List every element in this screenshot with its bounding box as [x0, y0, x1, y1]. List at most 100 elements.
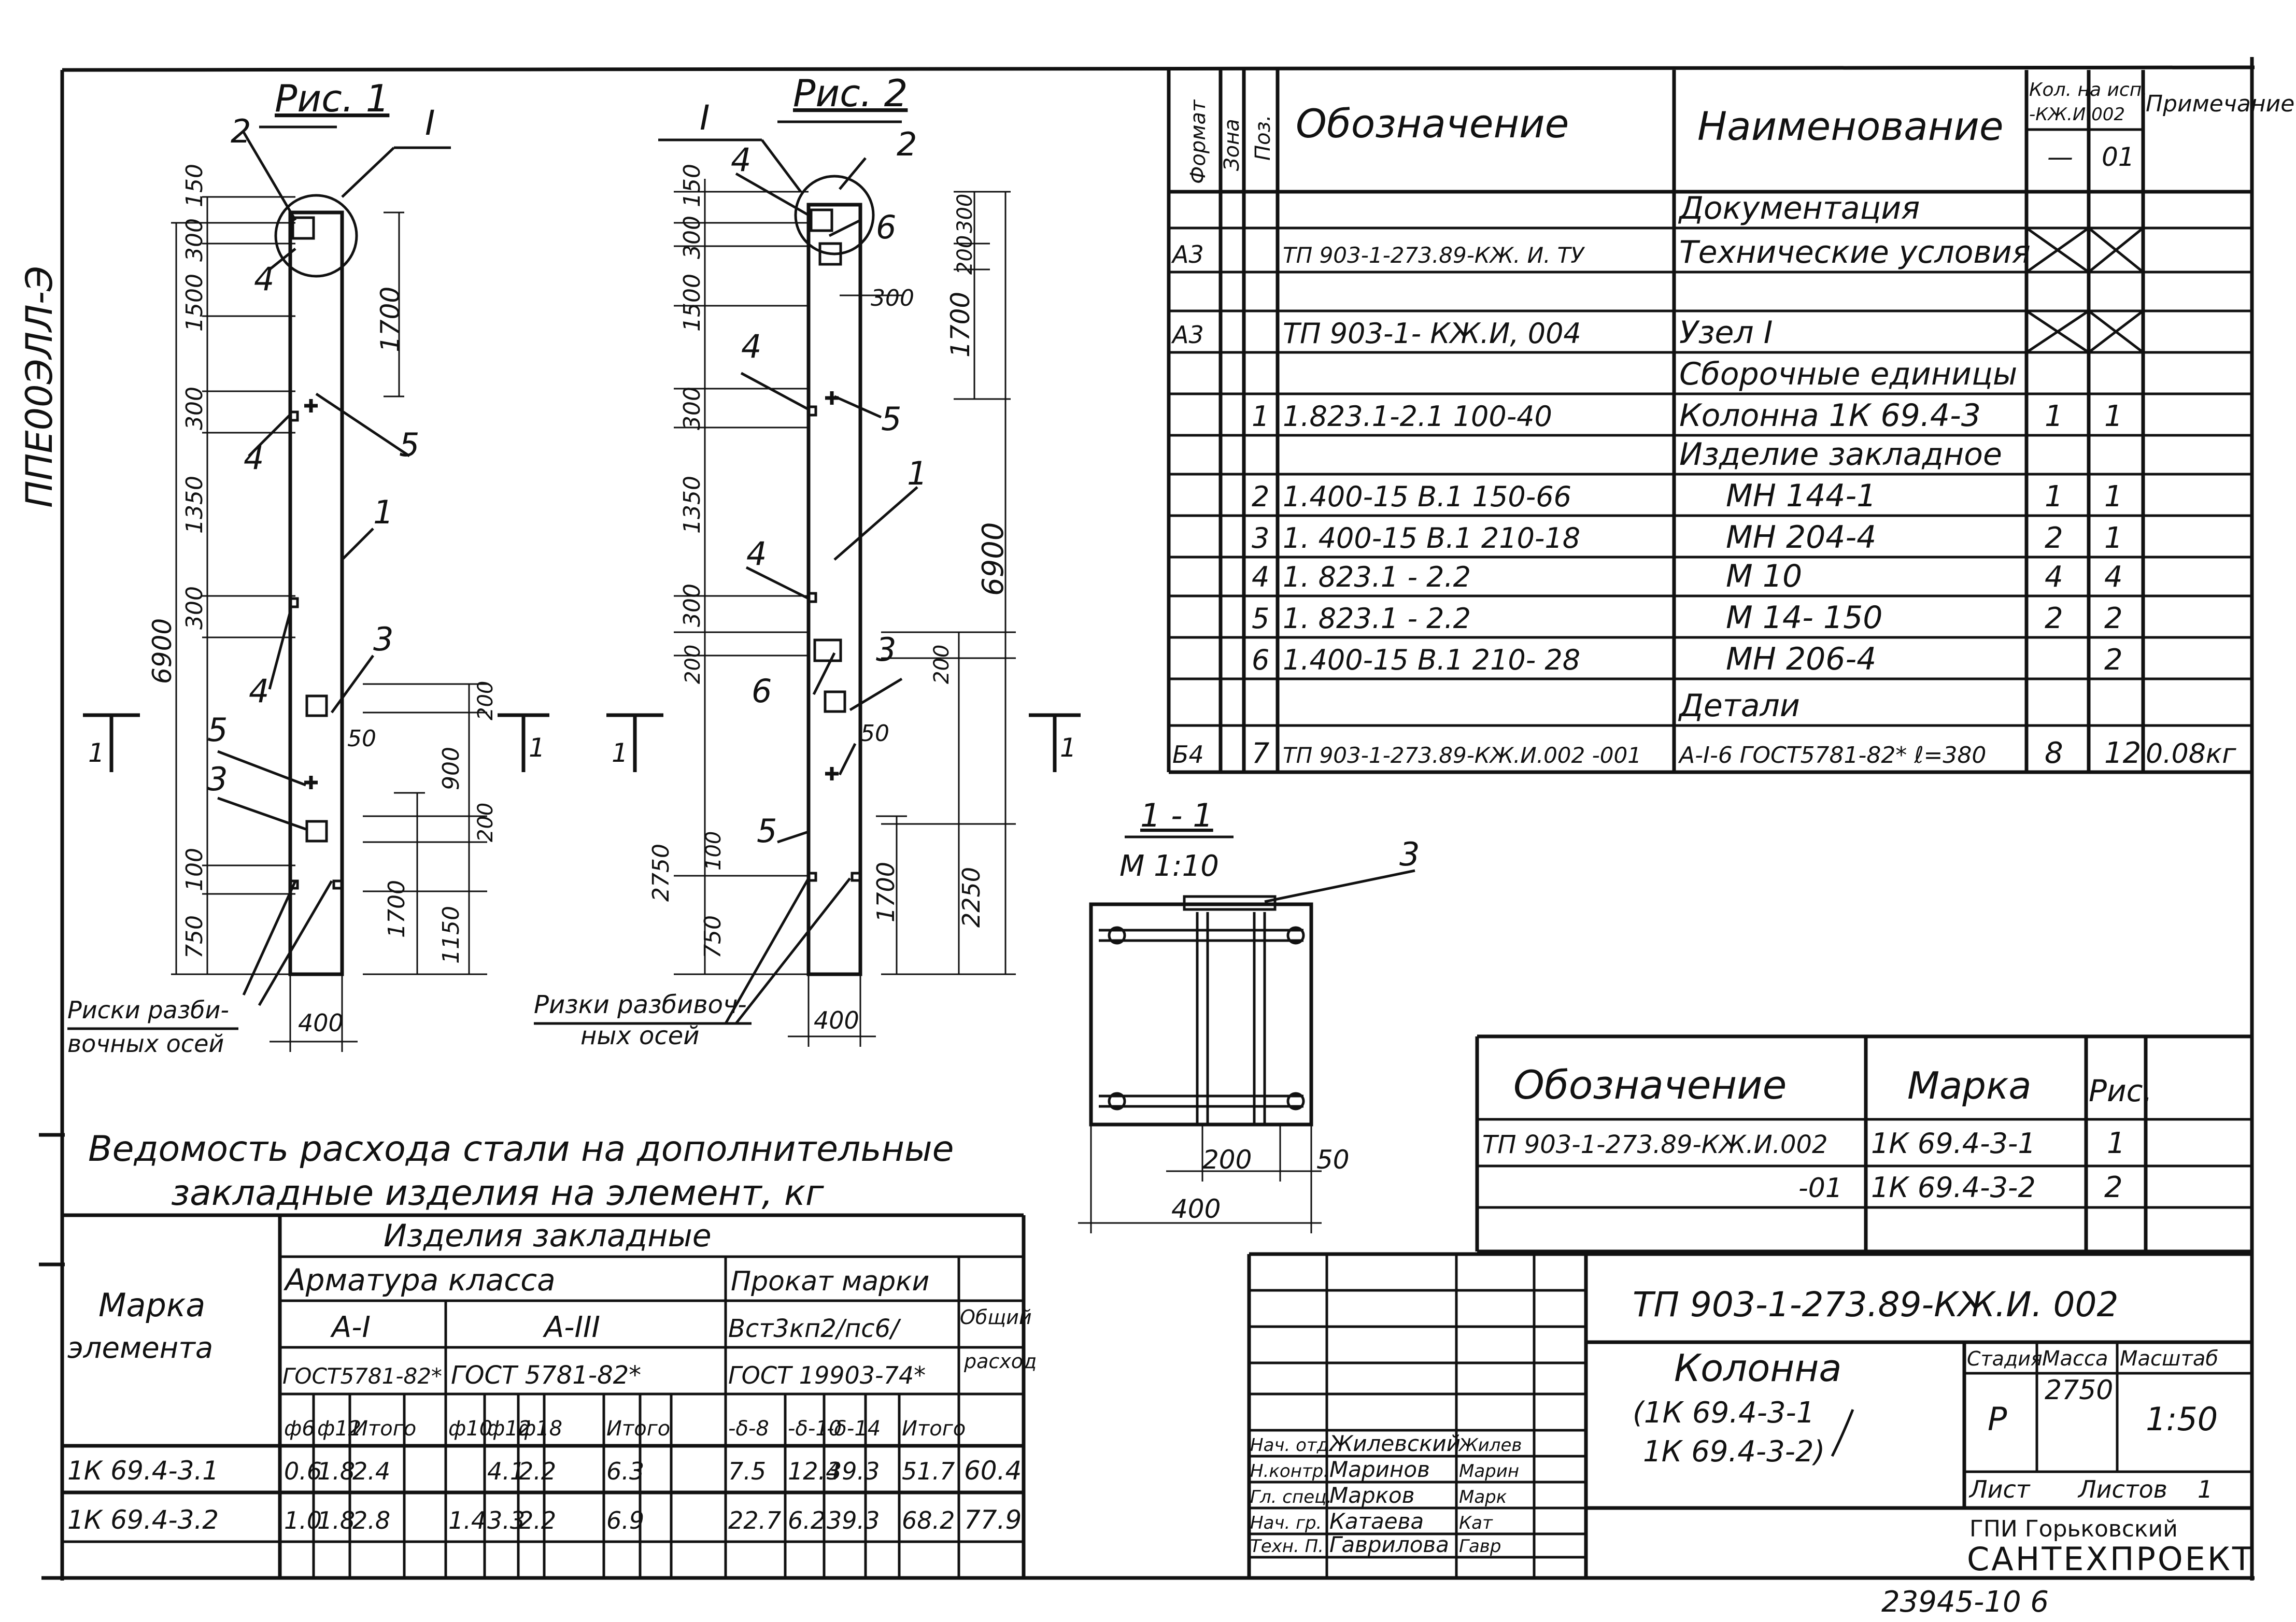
steel-h-class-a1: А-I: [330, 1311, 371, 1344]
steel-cell: 6.9: [606, 1506, 644, 1534]
spec-row-name: МН 206-4: [1726, 641, 1876, 677]
sheet-number: 23945-10 6: [1881, 1585, 2049, 1619]
fig1-dim-l4: 300: [181, 387, 208, 430]
spec-row-pos: 6: [1252, 644, 1269, 676]
figure-2: Рис. 2 I 4 2 6 4 5 1 4 6 3 5 150 300 150…: [534, 72, 1016, 1050]
steel-cell: 2.2: [518, 1506, 556, 1534]
fig2-dim-r3: 1700: [945, 292, 975, 358]
spec-row-qty-b: 1: [2104, 521, 2123, 555]
fig1-dim-l6: 300: [181, 586, 208, 630]
spec-row-designation: 1.400-15 В.1 150-66: [1283, 480, 1571, 513]
fig2-dim-l3: 1500: [679, 274, 705, 332]
spec-section-title: Сборочные единицы: [1679, 356, 2017, 392]
steel-h-gost-1: ГОСТ5781-82*: [282, 1363, 442, 1389]
tb-person-signature: Кат: [1459, 1513, 1493, 1533]
section-dim-400: 400: [1171, 1194, 1221, 1224]
steel-cell: 0.6: [284, 1457, 322, 1485]
section-callout-3: 3: [1399, 835, 1420, 873]
fig2-callout-4c: 4: [746, 535, 767, 573]
fig1-dim-l2: 300: [181, 218, 208, 262]
spec-row-name: МН 204-4: [1726, 519, 1876, 556]
steel-row-mark: 1К 69.4-3.2: [67, 1505, 219, 1535]
steel-row-total: 60.4: [964, 1456, 1022, 1486]
tb-sheet-h: Лист: [1968, 1475, 2031, 1503]
steel-h-mark-1: Марка: [98, 1286, 205, 1324]
steel-col-header: -δ-14: [827, 1417, 881, 1441]
steel-col-header: -δ-8: [728, 1417, 769, 1441]
fig2-dim-l5: 1350: [679, 476, 705, 534]
section-1-1: 1 - 1 М 1:10 3 200 50 400: [1078, 796, 1420, 1233]
spec-row-pos: 1: [1252, 400, 1269, 433]
steel-cell: 12.4: [788, 1457, 841, 1485]
fig1-dim-r-top: 1700: [375, 287, 405, 352]
spec-row-designation: 1. 400-15 В.1 210-18: [1283, 522, 1580, 554]
spec-row-name: Колонна 1К 69.4-3: [1679, 397, 1981, 434]
fig1-dim-overall: 6900: [147, 618, 177, 684]
tb-person-role: Нач. отд.: [1250, 1435, 1335, 1456]
tb-sheets-h: Листов: [2077, 1475, 2167, 1503]
steel-col-header: ф12: [487, 1417, 531, 1441]
margin-note: ППЕ00ЭЛЛ-Э: [18, 266, 61, 508]
tb-person-role: Гл. спец.: [1250, 1487, 1332, 1507]
fig1-callout-5b: 5: [207, 711, 228, 749]
tb-stage-h: Стадия: [1967, 1347, 2043, 1370]
spec-row-designation: 1.823.1-2.1 100-40: [1283, 400, 1552, 433]
spec-row-designation: ТП 903-1- КЖ.И, 004: [1283, 317, 1581, 350]
fig1-dim-r4: 1150: [438, 906, 464, 964]
fig1-callout-4b: 4: [244, 439, 264, 477]
fig2-dim-top300: 300: [871, 285, 914, 311]
spec-section-title: Детали: [1678, 688, 1800, 724]
spec-row-name: Узел I: [1679, 315, 1773, 351]
spec-row-pos: 3: [1252, 522, 1269, 554]
fig2-node-label: I: [700, 98, 710, 138]
fig2-dim-r1: 200: [953, 235, 977, 275]
spec-row-pos: 7: [1252, 737, 1269, 770]
spec-h-designation: Обозначение: [1296, 101, 1569, 147]
steel-cell: 1.4: [448, 1506, 486, 1534]
steel-col-header: Итого: [902, 1417, 966, 1441]
spec-section-title: Изделие закладное: [1679, 436, 2002, 473]
fig2-dim-r2: 300: [953, 194, 977, 233]
spec-table: Формат Зона Поз. Обозначение Наименовани…: [1167, 70, 2294, 774]
marks-r2-fig: 2: [2104, 1171, 2123, 1204]
spec-row-format: А3: [1171, 321, 1204, 349]
spec-row-qty-a: 4: [2045, 560, 2063, 594]
spec-row-designation: ТП 903-1-273.89-КЖ. И. ТУ: [1283, 243, 1585, 268]
marks-r1-fig: 1: [2107, 1127, 2125, 1160]
tb-scale: 1:50: [2146, 1400, 2218, 1438]
fig2-callout-6a: 6: [876, 208, 896, 246]
steel-cell: 1.8: [317, 1457, 355, 1485]
fig2-dim-width: 400: [814, 1006, 859, 1034]
steel-h-rebar: Арматура класса: [283, 1262, 556, 1298]
fig2-callout-3: 3: [876, 631, 896, 668]
spec-row-qty-b: 2: [2104, 602, 2123, 635]
marks-r2-designation: -01: [1798, 1173, 1843, 1204]
spec-section-title: Документация: [1678, 190, 1920, 226]
fig2-dim-l4: 300: [679, 387, 705, 430]
steel-cell: 6.3: [606, 1457, 644, 1485]
section-cut-marks: 1 1 1 1: [83, 713, 1081, 772]
steel-col-header: ф12: [317, 1417, 361, 1441]
fig2-dim-50: 50: [860, 720, 889, 747]
steel-h-gost-2: ГОСТ 5781-82*: [451, 1361, 641, 1390]
steel-cell: 2.8: [352, 1506, 390, 1534]
spec-row-qty-b: 1: [2104, 480, 2123, 514]
marks-table: Обозначение Марка Рис. ТП 903-1-273.89-К…: [1475, 1034, 2252, 1254]
fig2-risk-label-2: ных осей: [580, 1021, 699, 1050]
steel-title-2: закладные изделия на элемент, кг: [171, 1173, 825, 1214]
tb-name-mark-1: (1К 69.4-3-1: [1633, 1396, 1815, 1430]
fig1-dim-r1: 200: [474, 681, 498, 720]
spec-row-qty-b: 12: [2104, 736, 2141, 770]
fig1-callout-5a: 5: [399, 426, 419, 464]
fig1-dim-r5: 1700: [384, 880, 410, 938]
tb-person-name: Катаева: [1329, 1509, 1424, 1534]
steel-cell: 22.7: [728, 1506, 781, 1534]
marks-h-designation: Обозначение: [1513, 1062, 1787, 1108]
spec-row-designation: 1.400-15 В.1 210- 28: [1283, 644, 1580, 676]
spec-h-qty-sub: -КЖ.И.002: [2029, 104, 2125, 125]
tb-person-role: Н.контр.: [1250, 1461, 1329, 1482]
spec-row-qty-a: 2: [2045, 602, 2063, 635]
steel-table: Ведомость расхода стали на дополнительны…: [62, 1129, 1037, 1578]
steel-col-header: ф6: [284, 1417, 315, 1441]
